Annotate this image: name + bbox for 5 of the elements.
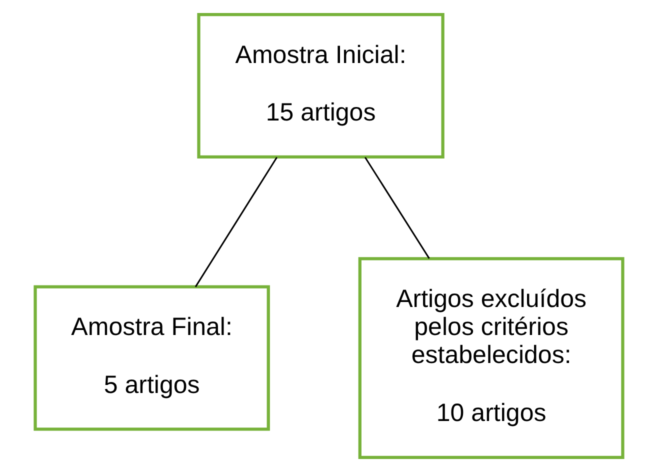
node-box: Amostra Final: 5 artigos: [34, 285, 270, 431]
connector: [364, 156, 430, 259]
node-box: Artigos excluídos pelos critérios estabelecidos: 10 artigos: [358, 257, 624, 459]
connector: [194, 156, 278, 288]
node-box: Amostra Inicial: 15 artigos: [197, 13, 444, 159]
